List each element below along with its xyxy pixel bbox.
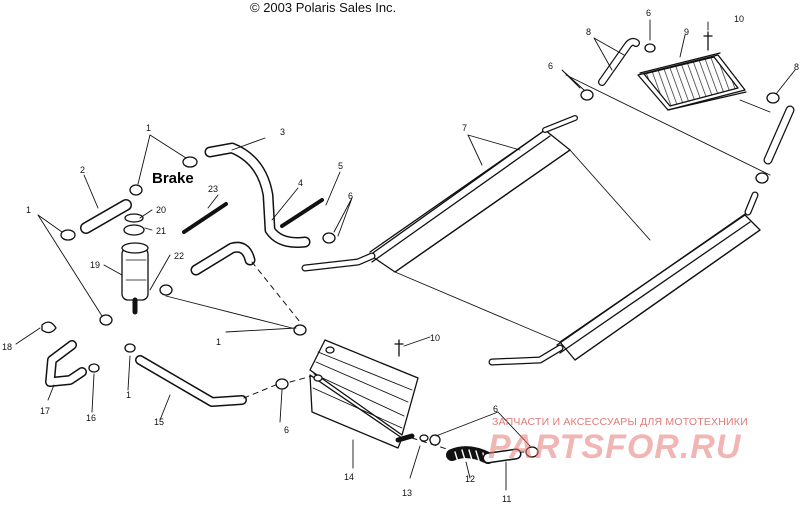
callout-7: 7 — [462, 123, 467, 133]
callout-9: 9 — [684, 27, 689, 37]
clamp-1f — [293, 324, 307, 336]
clamp-6i — [429, 434, 441, 446]
callout-6: 6 — [348, 191, 353, 201]
screw-10-lower — [394, 339, 404, 357]
hose-15 — [135, 355, 247, 407]
callout-6: 6 — [646, 8, 651, 18]
hose-11 — [482, 448, 522, 464]
brake-reservoir — [121, 213, 149, 315]
callout-17: 17 — [40, 406, 50, 416]
clamp-6j — [525, 446, 539, 458]
cooler-lower-rail — [488, 191, 761, 366]
watermark-tagline: ЗАПЧАСТИ И АКСЕССУАРЫ ДЛЯ МОТОТЕХНИКИ — [492, 416, 748, 428]
clamp-1a — [182, 156, 198, 168]
clamp-6-right — [755, 172, 769, 184]
hose-17 — [45, 340, 87, 387]
hose-2 — [80, 199, 132, 234]
clamp-16 — [88, 363, 100, 373]
callout-16: 16 — [86, 413, 96, 423]
lower-heat-exchanger — [309, 339, 419, 449]
clamp-1b — [129, 184, 143, 196]
callout-20: 20 — [156, 205, 166, 215]
hose-4 — [190, 241, 256, 276]
copyright-notice: © 2003 Polaris Sales Inc. — [250, 0, 397, 15]
callout-13: 13 — [402, 488, 412, 498]
callout-6: 6 — [493, 404, 498, 414]
hose-12 — [446, 446, 494, 464]
callout-21: 21 — [156, 226, 166, 236]
rod-5 — [280, 198, 324, 228]
callout-5: 5 — [338, 161, 343, 171]
callout-2: 2 — [80, 165, 85, 175]
callout-12: 12 — [465, 474, 475, 484]
clamp-1d — [99, 314, 113, 326]
callout-1: 1 — [26, 205, 31, 215]
callout-labels: 1 1 1 2 3 4 5 6 6 6 6 6 7 8 8 9 10 10 11… — [2, 8, 799, 504]
clamp-6g — [275, 378, 289, 390]
rod-23 — [182, 202, 228, 234]
callout-15: 15 — [154, 417, 164, 427]
hose-8-left — [598, 37, 640, 86]
clamp-6h — [322, 232, 336, 244]
hose-3 — [204, 142, 311, 248]
callout-6: 6 — [284, 425, 289, 435]
callout-8: 8 — [586, 27, 591, 37]
callout-10: 10 — [430, 333, 440, 343]
callout-6: 6 — [548, 61, 553, 71]
brake-label: Brake — [152, 170, 194, 187]
upper-heat-exchanger — [637, 52, 747, 111]
hose-8-right — [763, 105, 795, 165]
callout-18: 18 — [2, 342, 12, 352]
callout-8: 8 — [794, 62, 799, 72]
callout-19: 19 — [90, 260, 100, 270]
clamp-1e — [159, 284, 173, 296]
callout-3: 3 — [280, 127, 285, 137]
clamp-1c — [60, 229, 76, 241]
callout-23: 23 — [208, 184, 218, 194]
clamp-1g — [124, 343, 136, 353]
callout-1: 1 — [146, 123, 151, 133]
screw-10-top — [703, 31, 713, 51]
callout-10: 10 — [734, 14, 744, 24]
clamp-6-top — [644, 43, 656, 53]
clamp-18 — [41, 321, 57, 334]
watermark-logo: PARTSFOR.RU — [488, 428, 742, 466]
cooler-upper-rail — [301, 115, 578, 273]
callout-11: 11 — [502, 494, 511, 504]
callout-22: 22 — [174, 251, 184, 261]
callout-4: 4 — [298, 178, 303, 188]
clamp-8-right — [766, 92, 780, 104]
callout-1: 1 — [126, 390, 131, 400]
clamp-6-left — [580, 89, 594, 101]
callout-1: 1 — [216, 337, 221, 347]
callout-14: 14 — [344, 472, 354, 482]
